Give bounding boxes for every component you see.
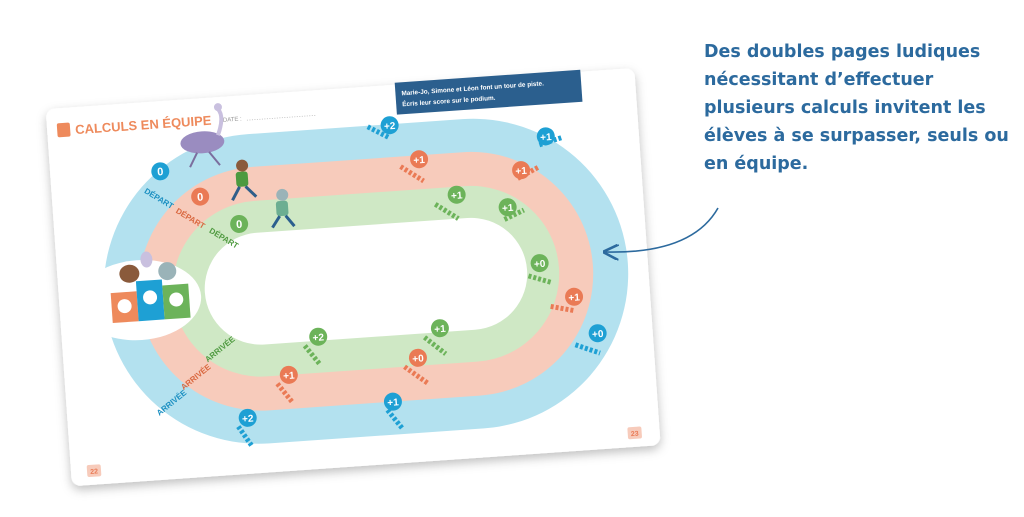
svg-text:+0: +0 xyxy=(412,353,425,365)
hurdle-salmon-bottom: +0 xyxy=(403,348,430,386)
owl-runner-illustration xyxy=(271,188,296,229)
caption-line: Des doubles pages ludiques xyxy=(704,42,981,62)
caption-line: élèves à se surpasser, seuls ou xyxy=(704,126,1009,146)
instruction-box xyxy=(394,69,583,115)
page-number-right-badge xyxy=(627,426,642,440)
start-badge-blue: 0 xyxy=(151,162,170,181)
svg-text:+1: +1 xyxy=(540,132,553,144)
svg-text:+1: +1 xyxy=(434,324,447,336)
podium-illustration xyxy=(76,251,202,341)
svg-text:+0: +0 xyxy=(592,329,605,341)
hurdle-green-bottom-left: +2 xyxy=(302,327,328,367)
svg-text:+1: +1 xyxy=(515,166,528,178)
caption-line: en équipe. xyxy=(704,154,809,174)
hurdle-green-top: +1 xyxy=(433,185,466,221)
svg-text:+1: +1 xyxy=(413,155,426,167)
svg-text:+1: +1 xyxy=(283,370,296,382)
svg-text:+2: +2 xyxy=(384,121,397,133)
start-badge-green: 0 xyxy=(230,214,249,233)
hurdle-green-top-right: +1 xyxy=(498,198,525,222)
hurdle-blue-bottom-left: +2 xyxy=(236,408,257,448)
hurdle-blue-right: +0 xyxy=(574,324,607,356)
page-number-left: 22 xyxy=(90,468,98,476)
horse-runner-illustration xyxy=(231,159,258,202)
svg-text:+2: +2 xyxy=(242,413,255,425)
date-label: DATE : xyxy=(223,117,243,124)
track-infield xyxy=(204,217,528,345)
svg-text:+1: +1 xyxy=(568,292,581,304)
hurdle-blue-bottom: +1 xyxy=(383,392,405,431)
start-badge-salmon: 0 xyxy=(191,187,210,206)
caption-line: plusieurs calculs invitent les xyxy=(704,98,986,118)
svg-text:0: 0 xyxy=(236,219,243,231)
page-number-left-badge xyxy=(86,464,102,478)
hurdle-salmon-bottom-left: +1 xyxy=(275,365,298,405)
date-line xyxy=(246,114,317,121)
hurdle-green-right: +0 xyxy=(527,254,552,285)
hurdle-green-bottom: +1 xyxy=(422,319,449,356)
section-icon xyxy=(56,122,71,138)
tilted-page: CALCULS EN ÉQUIPE DATE : Marie-Jo, Simon… xyxy=(46,68,661,486)
svg-text:+1: +1 xyxy=(502,203,515,215)
svg-text:+1: +1 xyxy=(387,397,400,409)
svg-text:+1: +1 xyxy=(451,190,464,202)
svg-text:+2: +2 xyxy=(312,332,325,344)
ostrich-runner-illustration xyxy=(180,103,225,168)
svg-text:+0: +0 xyxy=(534,259,547,271)
page-number-right: 23 xyxy=(631,431,639,439)
hurdle-salmon-top: +1 xyxy=(399,150,429,184)
svg-text:0: 0 xyxy=(197,191,204,203)
caption-line: nécessitant d’effectuer xyxy=(704,70,934,90)
hurdle-blue-top: +2 xyxy=(366,116,399,140)
pointer-arrow xyxy=(606,207,719,252)
hurdle-salmon-top-right: +1 xyxy=(512,161,541,181)
promo-caption: Des doubles pages ludiques nécessitant d… xyxy=(704,38,1009,178)
hurdle-blue-top-right: +1 xyxy=(536,127,564,148)
svg-text:0: 0 xyxy=(157,166,164,178)
hurdle-salmon-right: +1 xyxy=(550,287,584,314)
